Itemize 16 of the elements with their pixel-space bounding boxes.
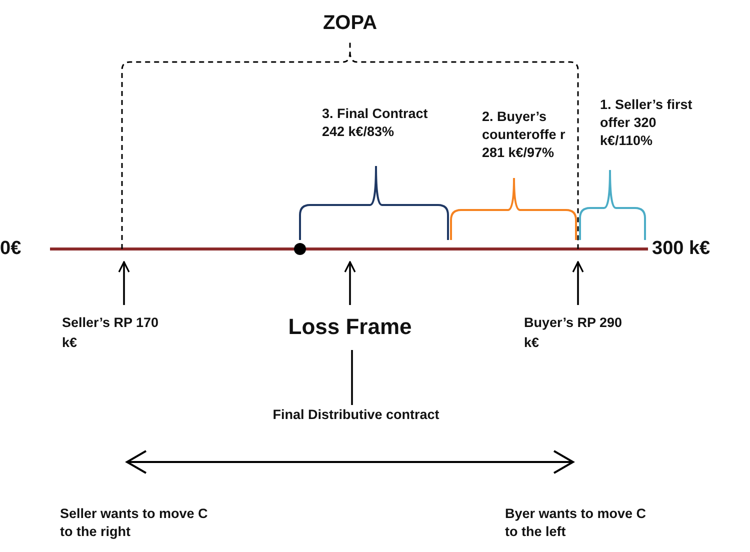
- note-text: Seller wants to move C to the right: [60, 505, 209, 541]
- axis-label: 0€: [0, 237, 22, 261]
- reference-point-label: Buyer’s RP 290 k€: [524, 305, 624, 352]
- offer-label: 1. Seller’s first offer 320 k€/110%: [600, 96, 694, 150]
- zopa-label: ZOPA: [322, 11, 378, 36]
- axis-label: 300 k€: [652, 237, 712, 261]
- arrow: [344, 261, 356, 305]
- contract-label: Final Distributive contract: [256, 405, 456, 425]
- reference-point-label: Seller’s RP 170 k€: [62, 305, 162, 352]
- offer-label: 3. Final Contract 242 k€/83%: [322, 105, 429, 141]
- arrow: [118, 261, 130, 305]
- connector-line: [351, 350, 353, 405]
- offer-label: 2. Buyer’s counteroffe r 281 k€/97%: [482, 108, 566, 162]
- arrow: [572, 261, 584, 305]
- frame-title: Loss Frame: [270, 305, 430, 350]
- note-text: Byer wants to move C to the left: [505, 505, 648, 541]
